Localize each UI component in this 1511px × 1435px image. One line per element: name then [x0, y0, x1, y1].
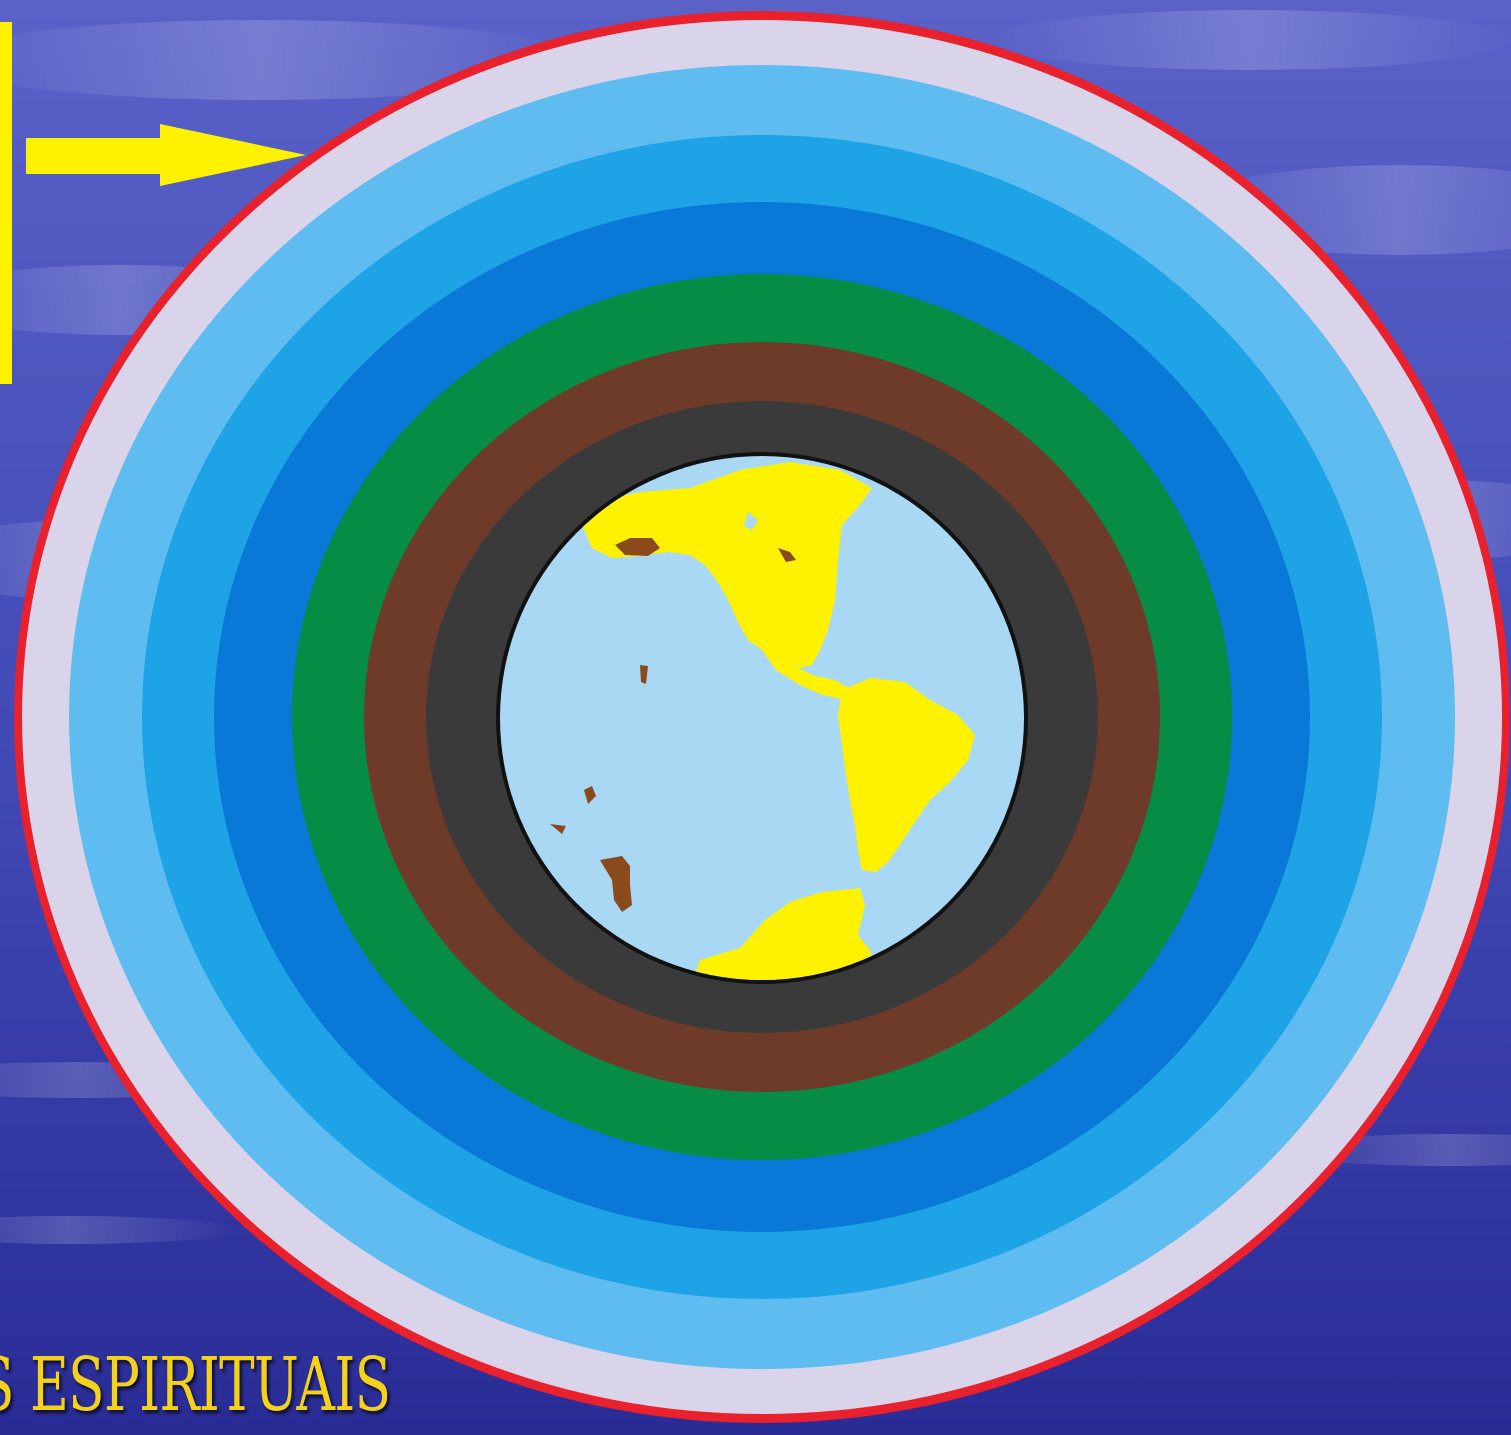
yellow-bar: [0, 22, 12, 384]
island-canada: [778, 548, 796, 562]
continent-north-america: [580, 462, 872, 668]
island-pacific-2: [550, 824, 566, 834]
island-hawaii: [640, 665, 648, 684]
continent-antarctica: [690, 888, 880, 980]
globe-icon: [500, 456, 1024, 980]
island-new-zealand: [600, 856, 632, 912]
caption-text: S ESPIRITUAIS: [0, 1342, 391, 1428]
globe-continents: [550, 462, 975, 980]
island-alaska: [615, 538, 660, 556]
arrow-right-icon: [26, 124, 306, 186]
island-pacific-1: [584, 786, 596, 804]
continent-central-america: [762, 650, 852, 700]
hudson-bay: [744, 512, 758, 530]
continent-south-america: [838, 678, 975, 872]
